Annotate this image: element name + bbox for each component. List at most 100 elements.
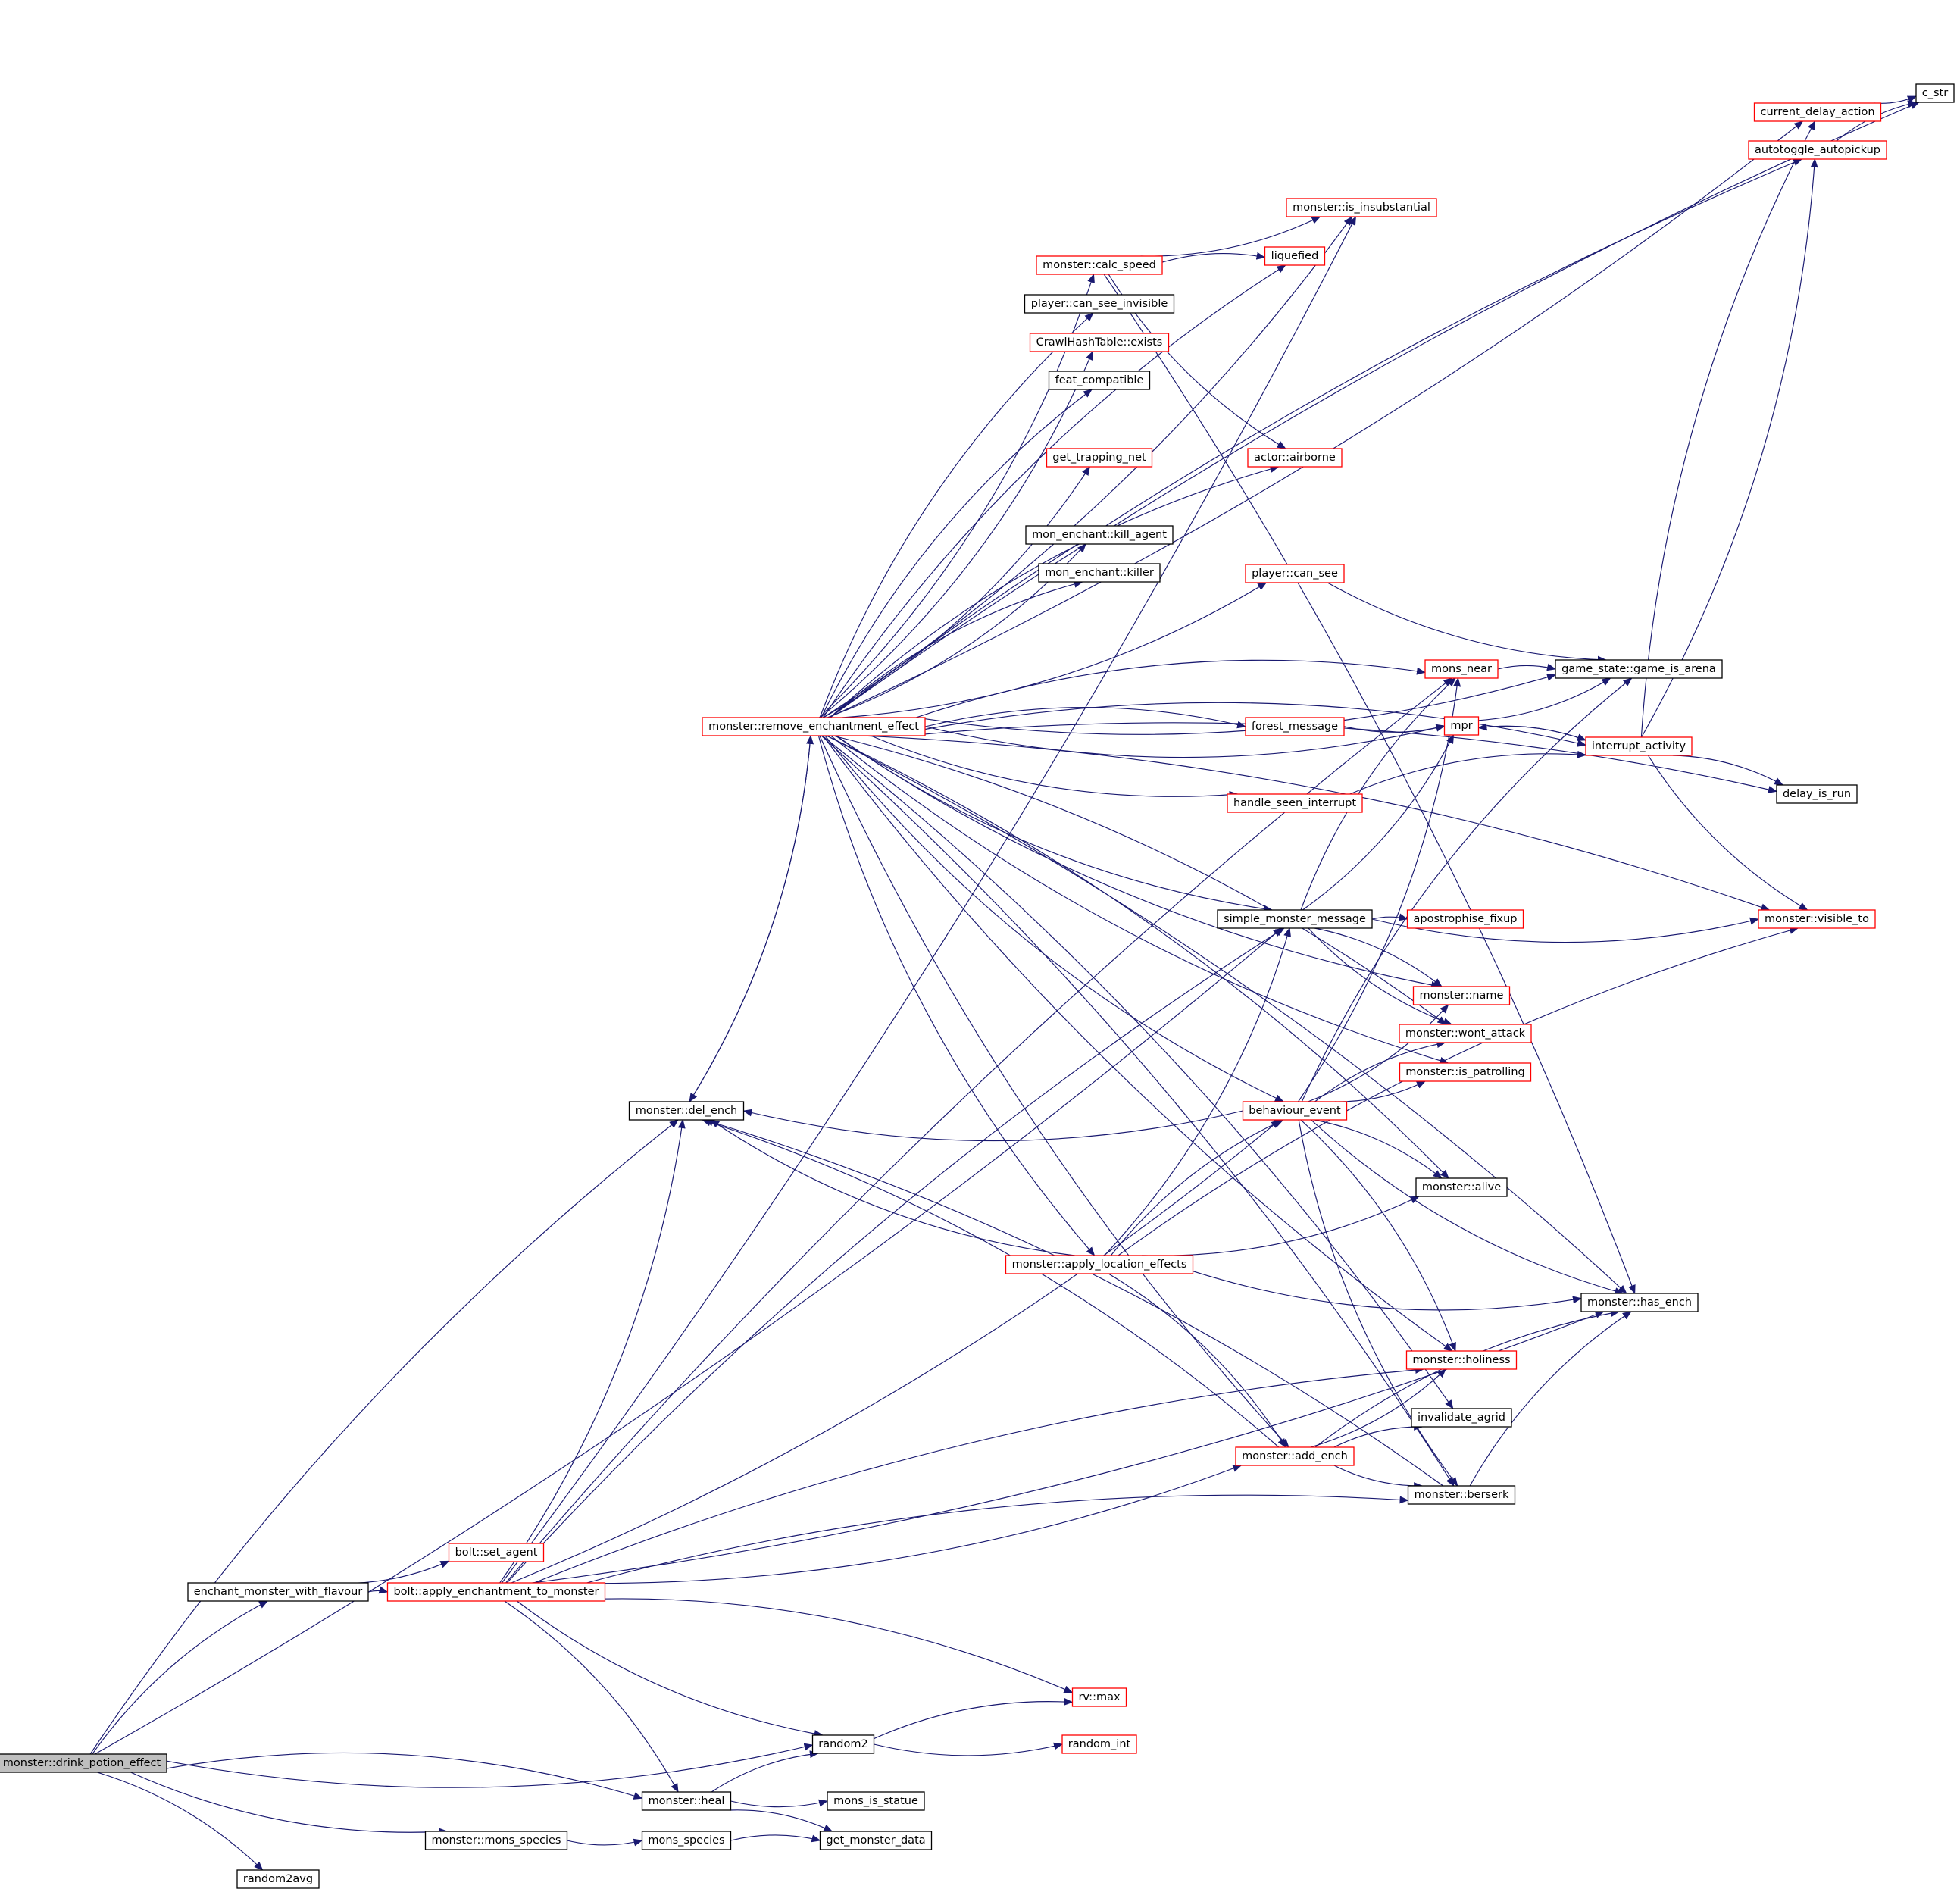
node-emwf[interactable]: enchant_monster_with_flavour xyxy=(187,1582,369,1602)
edge-ree-to-feat xyxy=(821,389,1093,718)
node-aap[interactable]: autotoggle_autopickup xyxy=(1748,140,1887,160)
edge-beh-to-del xyxy=(742,1109,1243,1142)
node-setag[interactable]: bolt::set_agent xyxy=(448,1543,545,1562)
edge-intr-to-cda xyxy=(1640,120,1816,738)
node-box xyxy=(1235,1446,1355,1466)
node-label: get_monster_data xyxy=(826,1834,925,1847)
node-label: player::can_see xyxy=(1252,568,1338,580)
node-add[interactable]: monster::add_ench xyxy=(1235,1446,1355,1466)
edge-root-to-r2 xyxy=(166,1743,814,1788)
node-mk[interactable]: mon_enchant::killer xyxy=(1038,563,1161,583)
node-label: actor::airborne xyxy=(1254,452,1336,464)
node-box xyxy=(424,1831,568,1850)
node-label: monster::has_ench xyxy=(1587,1296,1692,1309)
edge-root-to-r2avg xyxy=(97,1772,264,1871)
node-statue[interactable]: mons_is_statue xyxy=(827,1791,925,1811)
node-box xyxy=(1036,255,1163,275)
node-pcsi[interactable]: player::can_see_invisible xyxy=(1024,294,1175,314)
node-insub[interactable]: monster::is_insubstantial xyxy=(1286,198,1437,217)
node-cht[interactable]: CrawlHashTable::exists xyxy=(1029,333,1170,352)
node-box xyxy=(1242,1101,1348,1121)
node-bers[interactable]: monster::berserk xyxy=(1407,1485,1516,1505)
node-label: handle_seen_interrupt xyxy=(1233,797,1356,809)
node-label: game_state::game_is_arena xyxy=(1561,663,1716,675)
node-box xyxy=(702,717,926,736)
node-near[interactable]: mons_near xyxy=(1424,659,1499,679)
node-r2avg[interactable]: random2avg xyxy=(236,1869,320,1889)
node-alive[interactable]: monster::alive xyxy=(1415,1177,1508,1197)
edge-root-to-mspec xyxy=(130,1772,449,1836)
node-mpr[interactable]: mpr xyxy=(1443,716,1480,736)
node-inv[interactable]: invalidate_agrid xyxy=(1411,1408,1512,1428)
edge-add-to-hol xyxy=(1310,1368,1446,1448)
edge-beh-to-near xyxy=(1298,677,1461,1102)
edge-root-to-emwf xyxy=(92,1600,269,1755)
node-mka[interactable]: mon_enchant::kill_agent xyxy=(1025,525,1174,545)
node-box xyxy=(0,1753,167,1773)
node-hsi[interactable]: handle_seen_interrupt xyxy=(1227,793,1363,813)
node-r2[interactable]: random2 xyxy=(811,1734,875,1754)
edge-calc-to-has xyxy=(1103,274,1636,1294)
node-pcs[interactable]: player::can_see xyxy=(1245,564,1345,583)
node-rvmax[interactable]: rv::max xyxy=(1071,1687,1127,1707)
node-smm[interactable]: simple_monster_message xyxy=(1217,909,1373,929)
edge-ree-to-pcs xyxy=(842,582,1268,718)
node-dir[interactable]: delay_is_run xyxy=(1776,784,1858,804)
node-box xyxy=(1406,909,1524,929)
edge-beh-to-hol xyxy=(1300,1119,1456,1352)
edge-intr-to-aap xyxy=(1641,158,1818,738)
node-box xyxy=(1046,448,1153,468)
node-label: random2 xyxy=(818,1738,867,1750)
node-liq[interactable]: liquefied xyxy=(1264,246,1326,266)
edge-bers-to-has xyxy=(1469,1311,1632,1487)
node-cstr[interactable]: c_str xyxy=(1915,83,1955,103)
node-forest[interactable]: forest_message xyxy=(1245,717,1345,736)
node-box xyxy=(1753,102,1882,122)
node-name[interactable]: monster::name xyxy=(1412,986,1511,1005)
node-rint[interactable]: random_int xyxy=(1061,1734,1137,1754)
edge-cda-to-cstr xyxy=(1874,95,1917,104)
node-del[interactable]: monster::del_ench xyxy=(628,1101,745,1121)
node-label: player::can_see_invisible xyxy=(1031,298,1168,310)
node-patr[interactable]: monster::is_patrolling xyxy=(1399,1062,1532,1082)
node-hol[interactable]: monster::holiness xyxy=(1405,1350,1518,1370)
node-label: get_trapping_net xyxy=(1052,452,1146,464)
edge-forest-to-mpr xyxy=(1343,724,1446,733)
edge-ree-to-mk xyxy=(830,580,1083,718)
node-label: behaviour_event xyxy=(1249,1105,1341,1117)
node-ale[interactable]: monster::apply_location_effects xyxy=(1005,1255,1194,1274)
node-has[interactable]: monster::has_ench xyxy=(1580,1293,1699,1312)
node-baetm[interactable]: bolt::apply_enchantment_to_monster xyxy=(386,1582,606,1602)
node-label: rv::max xyxy=(1078,1691,1121,1703)
node-mspec[interactable]: monster::mons_species xyxy=(424,1831,568,1850)
edge-beh-to-alive xyxy=(1314,1119,1443,1179)
edge-smm-to-near xyxy=(1300,677,1456,911)
node-label: mons_is_statue xyxy=(833,1795,918,1807)
node-air[interactable]: actor::airborne xyxy=(1247,448,1343,468)
node-label: feat_compatible xyxy=(1055,374,1144,386)
node-gtn[interactable]: get_trapping_net xyxy=(1046,448,1153,468)
node-vis[interactable]: monster::visible_to xyxy=(1758,909,1876,929)
edge-mspec-to-spec xyxy=(567,1838,643,1847)
edge-near-to-arena xyxy=(1497,663,1556,671)
node-calc[interactable]: monster::calc_speed xyxy=(1036,255,1163,275)
node-label: monster::alive xyxy=(1422,1181,1501,1193)
node-intr[interactable]: interrupt_activity xyxy=(1585,736,1693,756)
edge-r2-to-rvmax xyxy=(874,1697,1074,1740)
node-ree[interactable]: monster::remove_enchantment_effect xyxy=(702,717,926,736)
node-arena[interactable]: game_state::game_is_arena xyxy=(1555,659,1723,679)
node-heal[interactable]: monster::heal xyxy=(641,1791,732,1811)
node-gmd[interactable]: get_monster_data xyxy=(819,1831,933,1850)
node-wont[interactable]: monster::wont_attack xyxy=(1399,1024,1532,1043)
node-root[interactable]: monster::drink_potion_effect xyxy=(0,1753,167,1773)
node-feat[interactable]: feat_compatible xyxy=(1048,371,1151,390)
node-cda[interactable]: current_delay_action xyxy=(1753,102,1882,122)
edge-root-to-del xyxy=(89,1119,679,1755)
node-box xyxy=(1247,448,1343,468)
node-apos[interactable]: apostrophise_fixup xyxy=(1406,909,1524,929)
node-spec[interactable]: mons_species xyxy=(641,1831,732,1850)
node-box xyxy=(1443,716,1480,736)
node-box xyxy=(1245,564,1345,583)
node-beh[interactable]: behaviour_event xyxy=(1242,1101,1348,1121)
edge-intr-to-mpr xyxy=(1477,723,1586,741)
